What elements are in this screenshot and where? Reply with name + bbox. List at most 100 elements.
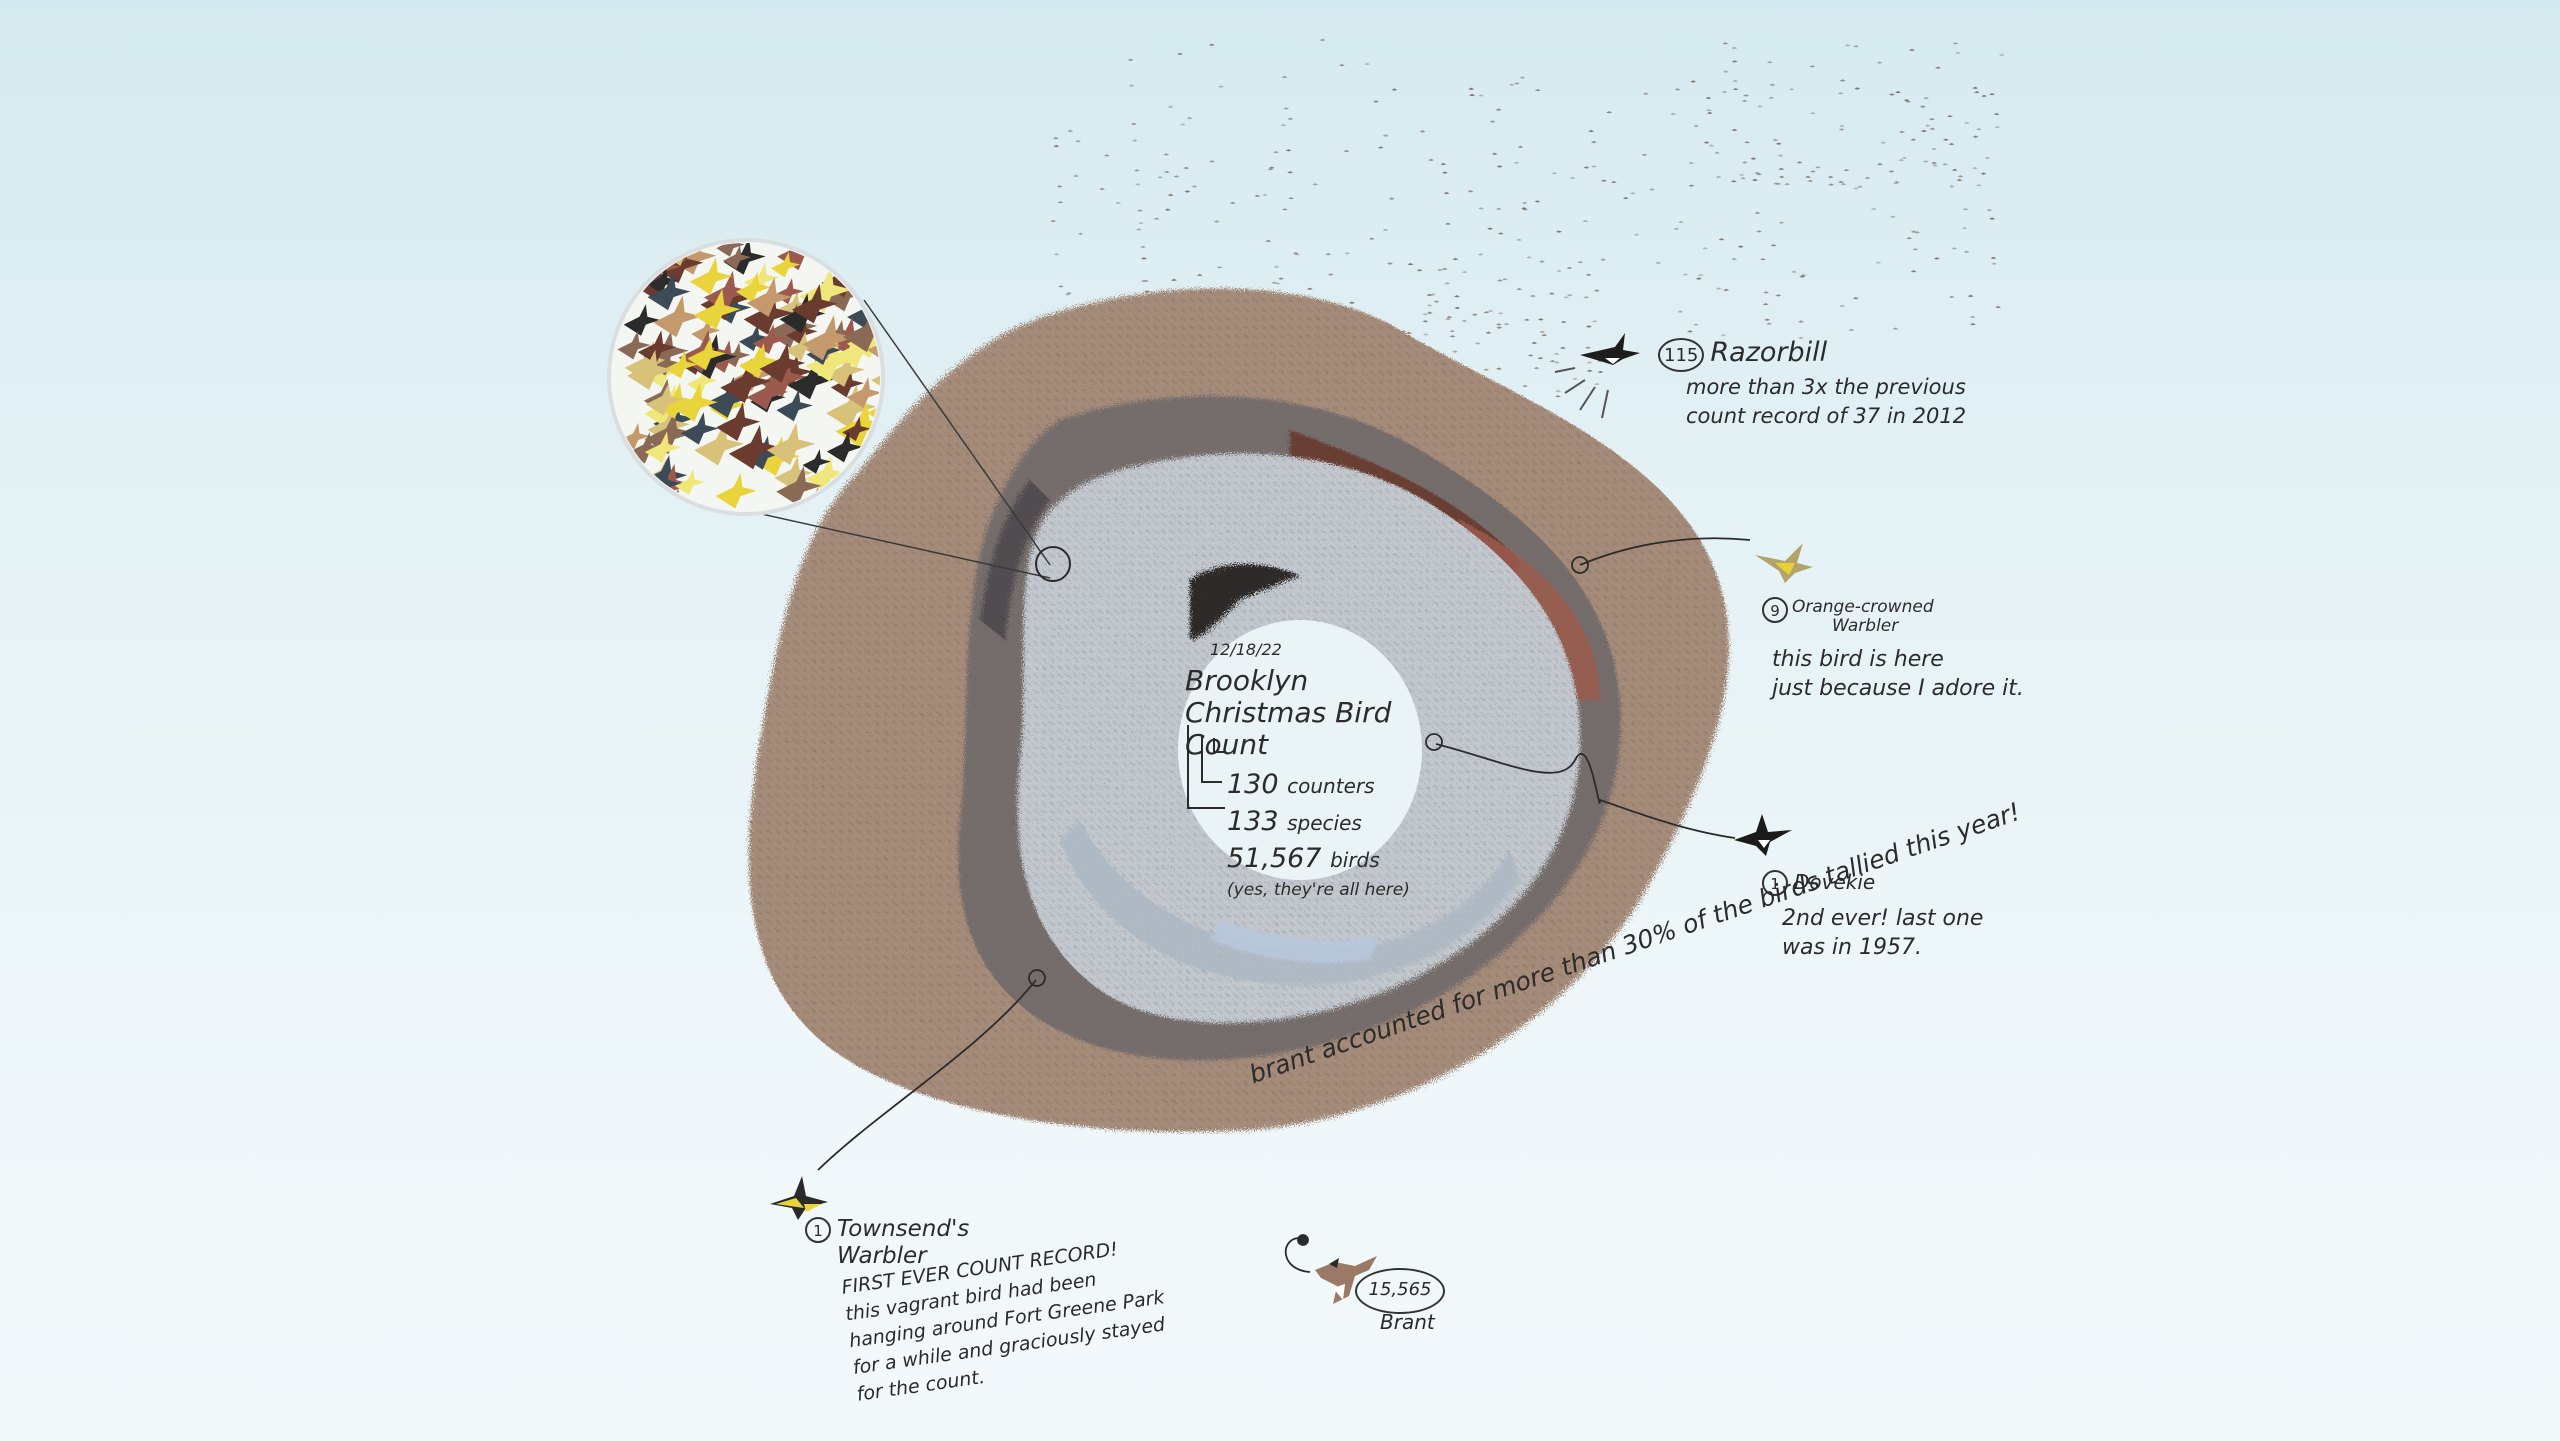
brant-count: 15,565 [1355,1268,1445,1314]
dovekie-name: Dovekie [1794,870,1876,894]
zoom-bird-mark [716,243,745,257]
zoom-bird-mark [776,389,813,422]
zoom-bird-mark [842,308,880,353]
zoom-bird-mark [867,397,880,422]
zoom-bird-mark [838,244,874,276]
orange-crowned-name: Orange-crowned Warbler [1792,597,1934,636]
zoom-bird-mark [826,384,877,429]
zoom-bird-mark [716,402,761,441]
zoom-bird-mark [877,257,880,301]
stat-birds: 51,567 birds [1227,843,1380,874]
zoom-bird-mark [665,350,698,379]
zoom-bird-mark [752,324,787,354]
center-clearing [1178,620,1422,880]
zoom-bird-mark [864,243,880,257]
zoom-bird-mark [689,257,733,295]
zoom-bird-mark [728,424,780,470]
zoom-bird-mark [739,343,780,379]
zoom-bird-mark [705,376,753,418]
zoom-bird-mark [776,466,822,506]
zoom-bird-mark [720,358,772,404]
count-stats: 130 counters 133 species 51,567 birds [1227,767,1445,878]
zoom-bird-mark [721,342,751,368]
zoom-bird-mark [715,472,757,509]
stat-species: 133 species [1227,806,1362,837]
zoom-bird-mark [746,373,788,410]
zoom-bird-mark [791,283,838,324]
orange-crowned-count: 9 [1762,597,1788,623]
count-date: 12/18/22 [1210,640,1282,659]
zoom-bird-mark [691,317,721,343]
orange-crowned-label: 9 [1762,597,1794,623]
zoom-bird-mark [784,331,819,361]
zoom-bird-mark [723,244,751,270]
dovekie-note: 2nd ever! last one was in 1957. [1782,906,1984,960]
zoom-bird-mark [805,455,848,492]
townsend-count: 1 [805,1217,831,1243]
leader-lines [817,537,1751,1273]
zoom-bird-mark [623,304,661,336]
zoom-bird-mark [644,431,682,464]
zoom-bird-mark [644,411,695,455]
zoom-bird-mark [805,337,857,382]
zoom-bird-mark [693,288,741,330]
center-stat-arrows [1187,725,1225,809]
townsend-name-line2: Warbler [837,1243,927,1269]
zoom-bird-mark [647,266,679,294]
zoom-bird-mark [647,272,691,311]
razorbill-count: 115 [1658,338,1705,372]
zoom-bird-mark [826,431,863,463]
zoom-bird-mark [871,362,880,390]
brant-icon [1315,1256,1377,1304]
zoom-bird-mark [739,324,770,351]
count-note: (yes, they're all here) [1227,880,1410,900]
zoom-bird-mark [770,251,801,278]
zoom-bird-mark [653,295,702,338]
orange-crowned-warbler-icon [1755,543,1813,583]
zoom-bird-mark [680,412,719,445]
zoom-bird-mark [736,271,772,303]
zoom-bird-mark [835,330,880,368]
zoom-bird-mark [766,422,816,465]
razorbill-icon [1580,333,1640,365]
count-title-line2: Christmas Bird Count [1185,696,1392,761]
zoom-bird-mark [830,368,864,398]
zoom-bird-mark [674,468,705,495]
zoom-bird-mark [617,330,651,360]
zoom-bird-mark [806,330,841,361]
stat-counters: 130 counters [1227,769,1375,800]
zoom-bird-mark [846,377,880,409]
zoom-bird-mark [645,382,684,416]
zoom-bird-mark [838,243,880,264]
zoom-bird-mark [672,382,718,422]
zoom-bird-mark [836,243,876,267]
razorbill-name: Razorbill [1710,337,1828,368]
zoom-bird-mark [694,422,745,466]
dovekie-count: 1 [1762,870,1788,896]
zoom-bird-mark [687,336,726,371]
zoom-bird-mark [637,330,677,364]
zoom-bird-mark [703,270,752,312]
townsends-warbler-icon [770,1176,828,1220]
zoom-bird-mark [686,366,718,394]
townsend-name-line1: Townsend's [837,1216,970,1242]
zoom-bird-mark [624,243,665,273]
orange-crowned-note: this bird is here just because I adore i… [1772,647,2024,701]
zoom-bird-mark [802,449,831,474]
dovekie-icon [1734,814,1792,856]
count-title: Brooklyn Christmas Bird Count [1185,665,1445,761]
brant-name: Brant [1380,1310,1435,1334]
zoom-bird-mark [867,327,880,362]
zoom-bird-mark [825,352,865,387]
zoom-bird-mark [627,349,674,390]
zoom-bird-mark [774,456,813,490]
zoom-bird-mark [842,416,871,442]
zoom-bird-mark [787,359,834,400]
razorbill-rays [1554,367,1609,419]
zoom-bird-mark [879,257,880,299]
count-title-line1: Brooklyn [1185,664,1309,697]
